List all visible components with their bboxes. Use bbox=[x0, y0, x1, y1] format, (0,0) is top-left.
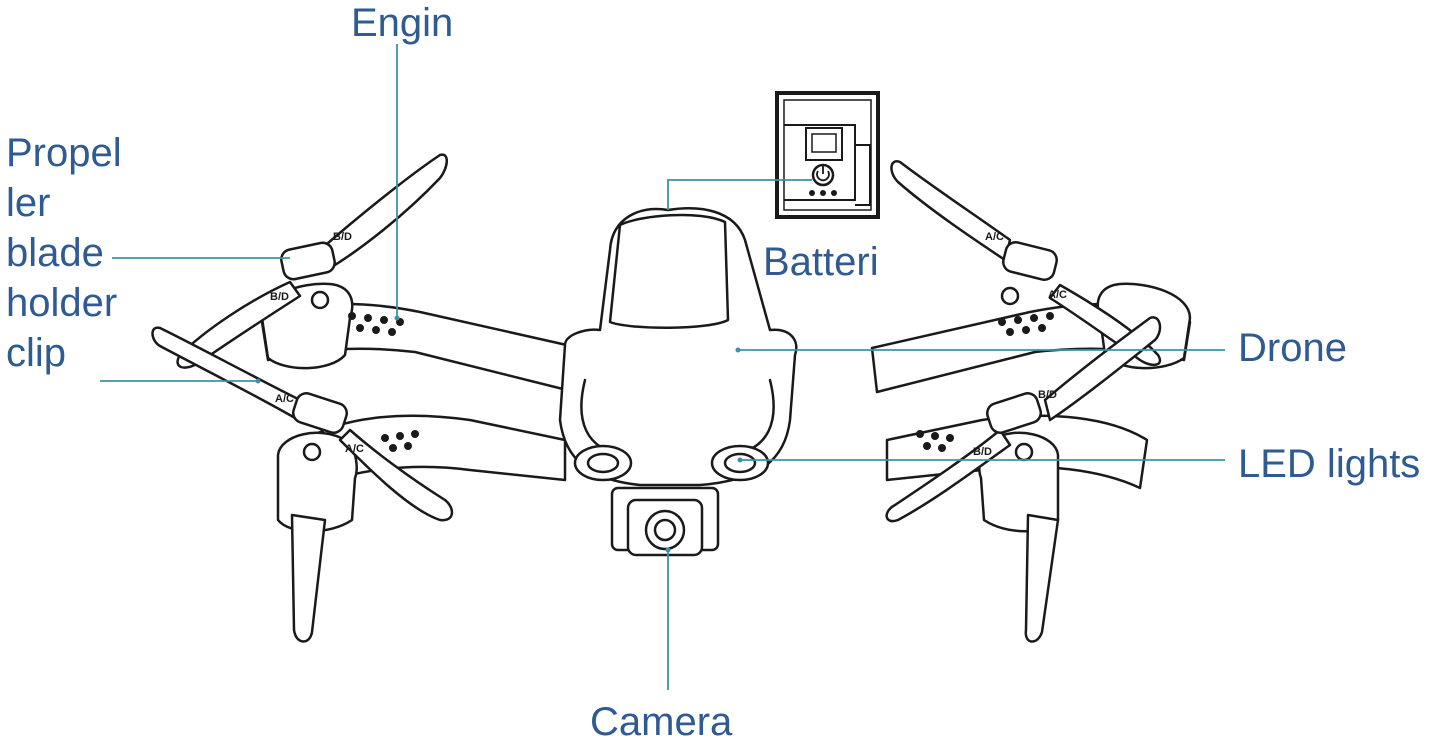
rear-left-clip bbox=[280, 241, 336, 281]
propeller-clip-label-line-4: holder bbox=[6, 281, 118, 325]
engine-label: Engin bbox=[351, 1, 454, 45]
front-left-clip bbox=[291, 392, 349, 434]
blade-mark-bottom-right: B/D bbox=[1038, 389, 1057, 401]
blade-mark-bottom-left: A/C bbox=[275, 393, 294, 405]
rear-left-hub bbox=[310, 290, 330, 310]
drone-body bbox=[558, 207, 798, 487]
camera-label: Camera bbox=[590, 700, 733, 744]
hub-mark-top-right: A/C bbox=[1048, 289, 1067, 301]
propeller-clip-label-line-5: clip bbox=[6, 331, 67, 375]
led-lights-label: LED lights bbox=[1238, 442, 1421, 486]
hub-mark-bottom-left: A/C bbox=[345, 443, 364, 455]
rear-left-blade-long bbox=[318, 153, 448, 270]
front-left-hub bbox=[302, 442, 322, 462]
battery-compartment bbox=[608, 213, 730, 329]
front-right-hub bbox=[1014, 442, 1034, 462]
hub-mark-bottom-right: B/D bbox=[973, 446, 992, 458]
rear-right-clip bbox=[1002, 241, 1058, 281]
blade-mark-top-left: B/D bbox=[333, 231, 352, 243]
camera-lens-inner bbox=[653, 518, 677, 542]
front-right-clip bbox=[985, 392, 1043, 434]
propeller-clip-label-line-2: ler bbox=[6, 181, 51, 225]
right-landing-leg bbox=[1024, 513, 1060, 643]
led-light-left-inner bbox=[586, 452, 620, 474]
blade-mark-top-right: A/C bbox=[985, 231, 1004, 243]
drone-label: Drone bbox=[1238, 326, 1347, 370]
led-light-right-inner bbox=[723, 452, 757, 474]
arm-vent-dots bbox=[348, 312, 1054, 452]
front-right-blade-short bbox=[885, 428, 1012, 523]
battery-leader-line bbox=[667, 179, 812, 210]
propeller-clip-label: Propel ler blade holder clip bbox=[6, 128, 122, 378]
battery-label: Batteri bbox=[763, 240, 879, 284]
propeller-clip-label-line-1: Propel bbox=[6, 131, 122, 175]
front-left-blade-long bbox=[151, 326, 302, 420]
battery-power-button-icon bbox=[811, 163, 835, 187]
rear-right-blade-long bbox=[890, 160, 1012, 262]
front-left-blade-short bbox=[338, 428, 454, 522]
propeller-clip-label-line-3: blade bbox=[6, 231, 104, 275]
rear-right-hub bbox=[1000, 286, 1020, 306]
rear-left-blade-short bbox=[176, 280, 302, 369]
left-landing-leg bbox=[290, 513, 327, 643]
hub-mark-top-left: B/D bbox=[270, 291, 289, 303]
front-right-blade-long bbox=[1043, 316, 1162, 422]
battery-inset bbox=[775, 91, 880, 219]
